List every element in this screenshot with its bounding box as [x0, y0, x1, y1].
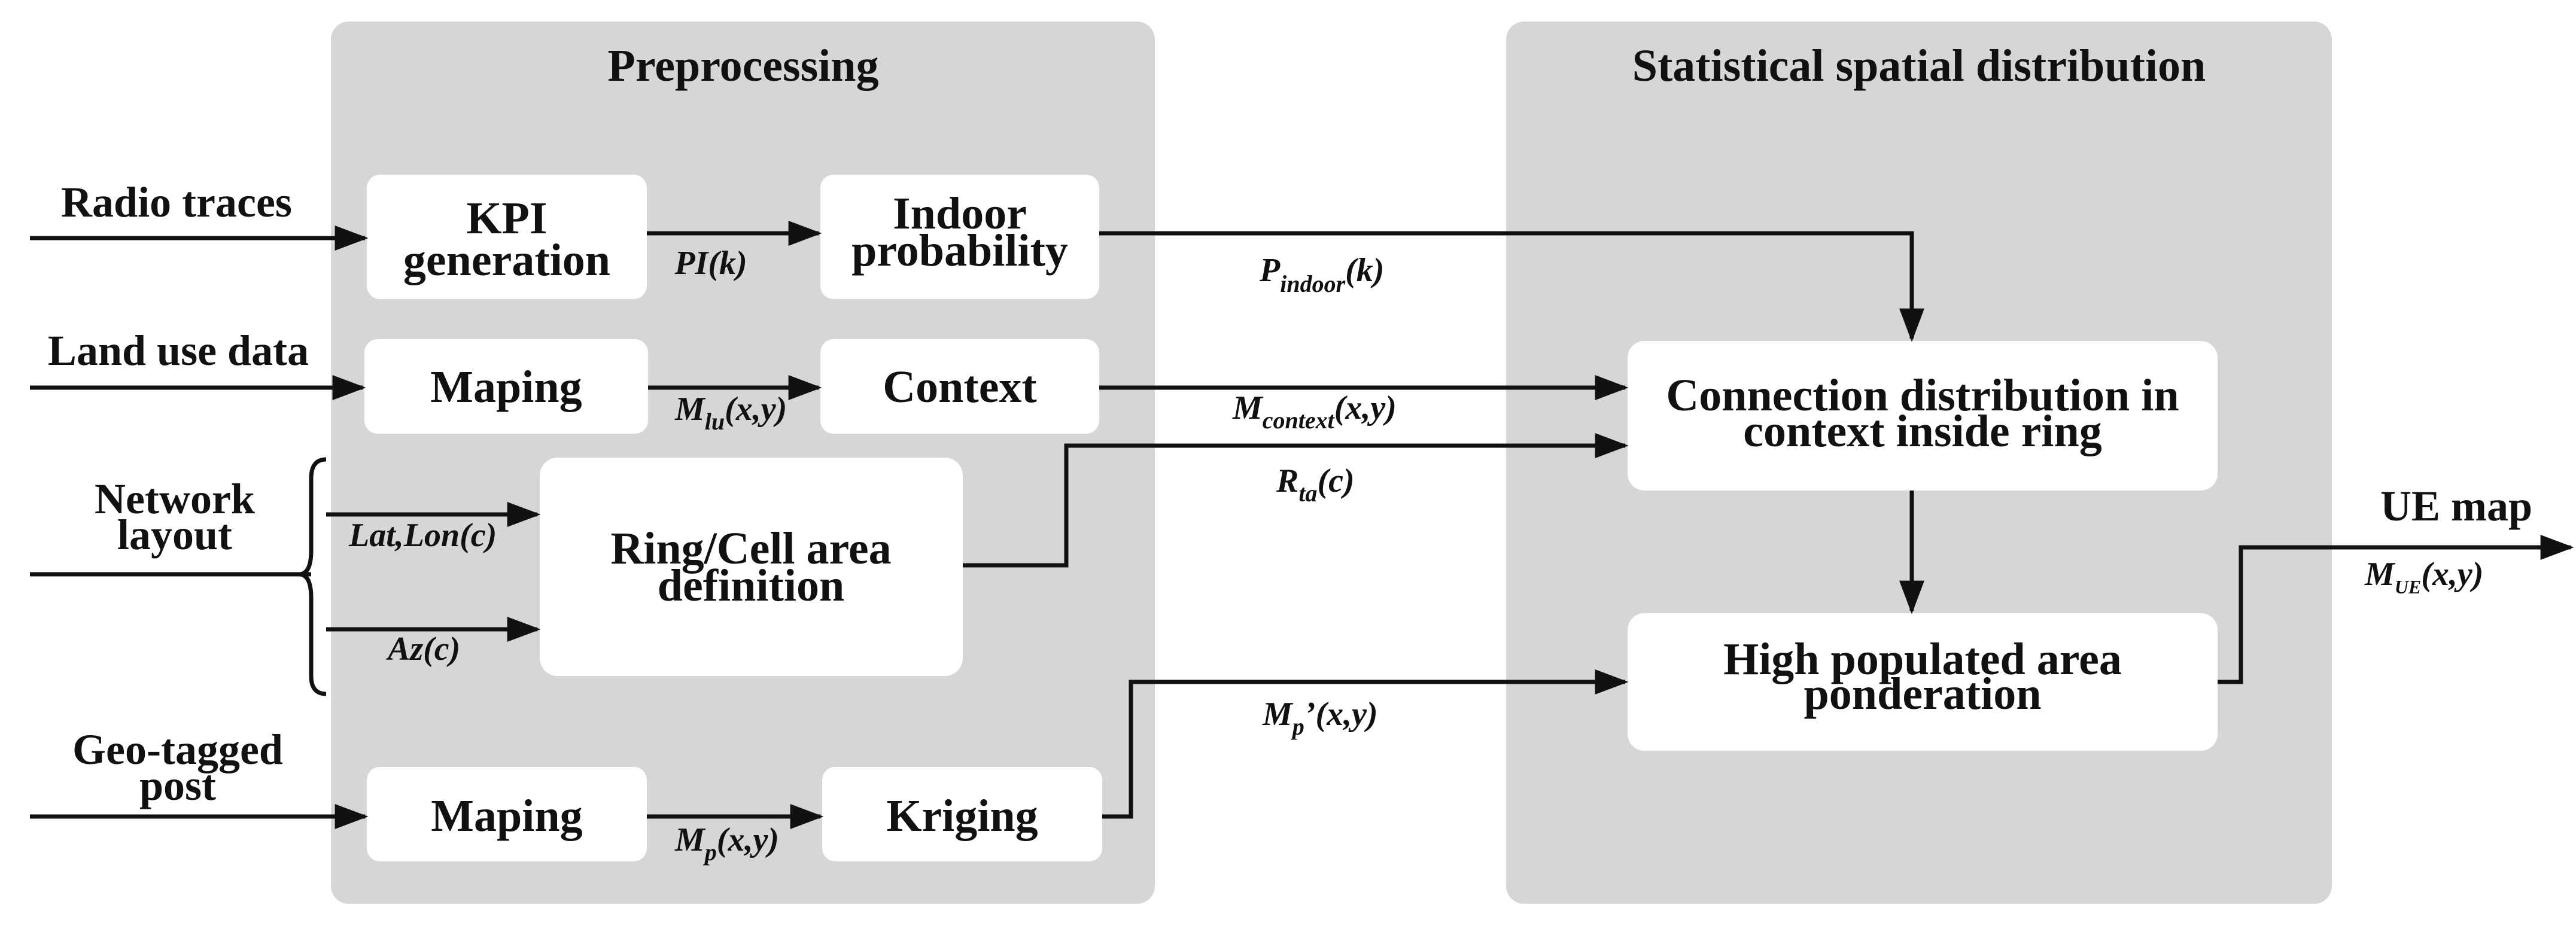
m-ue-label: MUE(x,y) [2364, 556, 2483, 598]
m-lu-label: Mlu(x,y) [674, 391, 787, 435]
r-ta-label: Rta(c) [1276, 462, 1355, 507]
radio-traces-label: Radio traces [61, 178, 292, 226]
kpi-generation-line-2: generation [403, 235, 610, 285]
connection-distribution-line-2: context inside ring [1743, 406, 2102, 456]
maping-land-box: Maping [364, 339, 648, 434]
high-populated-line-1: High populated area [1723, 634, 2122, 684]
network-brace [299, 457, 327, 696]
az-label: Az(c) [386, 630, 460, 668]
connection-distribution-line-1: Connection distribution in [1666, 370, 2179, 421]
ring-cell-area-line-2: definition [658, 561, 845, 611]
indoor-probability-line-2: probability [851, 226, 1068, 276]
m-p-prime-label: Mp’(x,y) [1262, 696, 1378, 740]
svg-text:Kriging: Kriging [886, 791, 1038, 841]
svg-text:Context: Context [883, 362, 1037, 412]
maping-geo-box: Maping [367, 767, 647, 861]
m-p-label: Mp(x,y) [674, 821, 779, 866]
land-use-data-label: Land use data [48, 327, 309, 374]
high-populated-line-2: ponderation [1804, 669, 2042, 719]
svg-text:Maping: Maping [431, 791, 582, 841]
ue-map-output-arrow [2218, 535, 2574, 684]
ring-to-connection-arrow [963, 433, 1629, 568]
kriging-to-high-populated-arrow [1102, 669, 1629, 819]
preprocessing-title: Preprocessing [607, 41, 878, 91]
indoor-to-connection-arrow [1099, 231, 1924, 342]
kpi-generation-line-1: KPI [466, 193, 547, 243]
pi-k-label: PI(k) [674, 245, 747, 282]
svg-text:Maping: Maping [430, 362, 582, 412]
lat-lon-label: Lat,Lon(c) [348, 517, 497, 554]
context-box: Context [820, 339, 1099, 434]
statistical-title: Statistical spatial distribution [1632, 41, 2206, 91]
kriging-box: Kriging [822, 767, 1102, 861]
ue-map-label: UE map [2380, 482, 2532, 530]
indoor-probability-line-1: Indoor [893, 188, 1027, 239]
m-context-label: Mcontext(x,y) [1232, 389, 1397, 434]
ring-cell-area-line-1: Ring/Cell area [610, 523, 891, 574]
p-indoor-label: Pindoor(k) [1259, 252, 1384, 297]
